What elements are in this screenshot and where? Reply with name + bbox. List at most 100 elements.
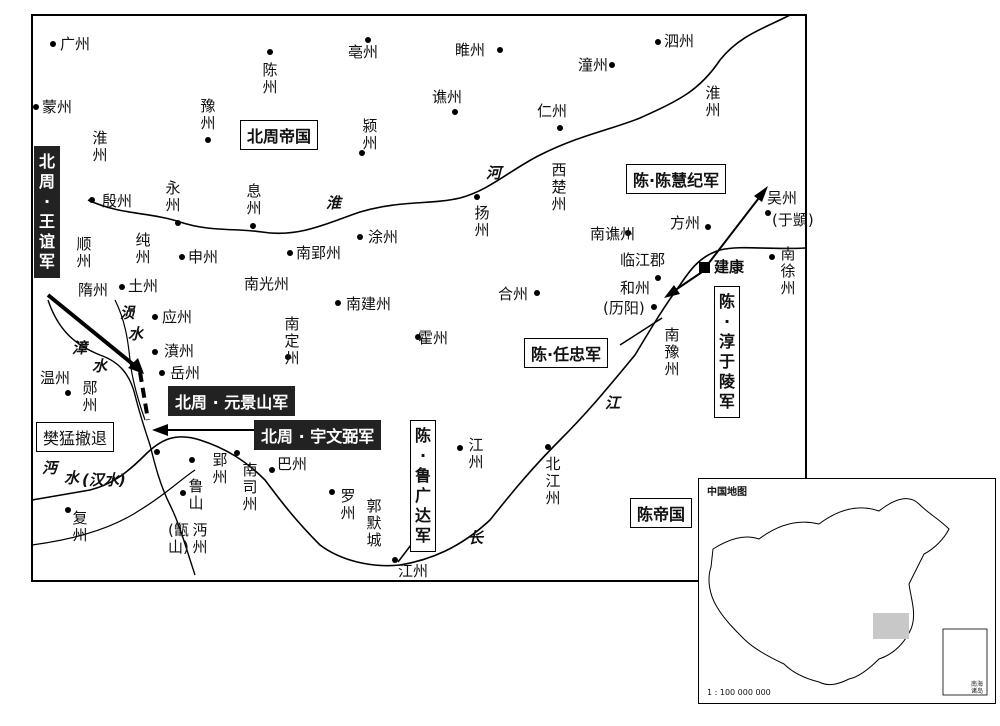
- lower-river: [31, 469, 196, 546]
- label-nansizhou: 南司州: [242, 461, 258, 513]
- army-yuwenbi: 北周 · 宇文弼军: [254, 420, 382, 450]
- label-guomocheng: 郭默城: [366, 497, 382, 549]
- label-river-hanshui: (汉水): [82, 471, 126, 489]
- label-lushan: 鲁山: [188, 477, 204, 512]
- label-river-zhang: 漳: [72, 339, 88, 357]
- label-jiangzhou: 江州: [468, 436, 484, 471]
- label-haozhou: 蒙州: [42, 98, 73, 116]
- label-renzhou: 仁州: [537, 102, 568, 120]
- inset-south-sea-box: [942, 628, 988, 696]
- yuanjingshan-arrow: [138, 371, 150, 421]
- label-bazhou: 巴州: [277, 455, 308, 473]
- label-chuzhou: 涂州: [368, 228, 399, 246]
- label-river-chang: 长: [468, 529, 484, 547]
- label-river-mian: 沔: [42, 459, 58, 477]
- chunyuling-arrowhead: [664, 285, 680, 298]
- jiankang-capital-marker: [699, 262, 710, 273]
- label-suizhou2: 隋州: [78, 281, 109, 299]
- label-mianzhou: 沔州: [192, 521, 208, 556]
- yangtze-river: [31, 246, 806, 567]
- label-yuyi: (于顗): [772, 211, 814, 229]
- inset-scale: 1 : 100 000 000: [707, 688, 771, 697]
- label-nandingzhou: 南定州: [284, 315, 300, 367]
- army-luguangda: 陈·鲁广达军: [410, 420, 436, 552]
- region-north-zhou: 北周帝国: [240, 120, 319, 150]
- label-guangzhou: 广州: [60, 35, 91, 53]
- label-yingzhou3: 郢州: [212, 451, 228, 486]
- inset-title: 中国地图: [707, 487, 747, 498]
- chenhuiji-arrow: [704, 189, 766, 269]
- inset-sea-label: 南海诸岛: [971, 681, 984, 695]
- chenhuiji-arrowhead: [754, 186, 768, 202]
- label-river-yun: 涢: [120, 304, 136, 322]
- label-yinzhou: 殷州: [102, 192, 133, 210]
- label-nanyingzhou: 南郢州: [296, 244, 342, 262]
- label-yongzhou: 永州: [165, 179, 181, 214]
- army-chunyuling: 陈·淳于陵军: [714, 286, 740, 418]
- label-linjiangjun: 临江郡: [620, 251, 666, 269]
- label-yunzhou: 郧州: [82, 379, 98, 414]
- label-tuzhou: 土州: [128, 277, 159, 295]
- wangyi-arrow: [46, 293, 142, 372]
- label-shunzhou: 顺州: [76, 235, 92, 270]
- army-fanmeng: 樊猛撤退: [36, 422, 115, 452]
- label-fuzhou: 复州: [72, 509, 88, 544]
- label-luozhou: 罗州: [340, 487, 356, 522]
- label-liyang: (历阳): [603, 299, 645, 317]
- army-chenhuiji: 陈·陈慧纪军: [626, 164, 727, 194]
- label-river-he: 河: [486, 164, 502, 182]
- yuwenbi-arrowhead: [152, 424, 168, 436]
- inset-region-highlight: [873, 613, 909, 639]
- label-sizhou: 泗州: [664, 32, 695, 50]
- label-river-mian-shui: 水: [64, 469, 80, 487]
- label-hezhou: 合州: [498, 285, 529, 303]
- label-wuzhou: 吴州: [767, 189, 798, 207]
- label-nanyuzhou: 南豫州: [664, 326, 680, 378]
- label-chenzhou: 陈州: [262, 61, 278, 96]
- label-suizhou: 睢州: [455, 41, 486, 59]
- renzhong-line: [619, 317, 663, 346]
- inset-china-map: 中国地图 1 : 100 000 000 南海诸岛: [698, 478, 996, 704]
- label-xichuzhou: 西楚州: [551, 161, 567, 213]
- label-shenzhou: 申州: [188, 248, 219, 266]
- map-frame: [31, 14, 807, 582]
- label-nanjianzhou: 南建州: [346, 295, 392, 313]
- label-bozhou: 亳州: [348, 43, 379, 61]
- label-nanguangzhou: 南光州: [244, 275, 290, 293]
- label-tongzhou: 潼州: [578, 56, 609, 74]
- army-wangyi: 北周·王谊军: [34, 146, 60, 278]
- label-zengshan: (甑山): [168, 521, 189, 556]
- label-river-zhang-shui: 水: [92, 357, 108, 375]
- label-yuanzhou: 濆州: [164, 342, 195, 360]
- city-dots: [33, 37, 775, 563]
- huai-river: [87, 14, 791, 235]
- label-wenzhou: 温州: [40, 369, 71, 387]
- label-river-huai: 淮: [326, 194, 342, 212]
- army-yuanjingshan: 北周 · 元景山军: [168, 386, 296, 416]
- label-river-jiang: 江: [605, 394, 621, 412]
- label-beijiangzhou: 北江州: [545, 455, 561, 507]
- label-yuzhou: 豫州: [200, 97, 216, 132]
- label-nanqiaozhou: 南谯州: [590, 225, 636, 243]
- han-river: [47, 299, 196, 576]
- label-jiankang: 建康: [714, 258, 745, 276]
- label-yingzhou: 颍州: [362, 117, 378, 152]
- inset-outline: [708, 498, 988, 696]
- region-chen: 陈帝国: [630, 498, 693, 528]
- label-huaizhou-east: 淮州: [705, 84, 721, 119]
- label-jiangzhou2: 江州: [398, 562, 429, 580]
- label-yingzhou2: 应州: [162, 308, 193, 326]
- label-chunzhou: 纯州: [135, 231, 151, 266]
- label-yuezhou: 岳州: [170, 364, 201, 382]
- label-hezhou2: 和州: [620, 279, 651, 297]
- label-huaizhou-west: 淮州: [92, 129, 108, 164]
- label-qiaozhou: 谯州: [432, 88, 463, 106]
- label-nanxuzhou: 南徐州: [780, 245, 796, 297]
- wangyi-arrowhead: [128, 358, 144, 374]
- army-renzhong: 陈·任忠军: [524, 338, 609, 368]
- label-fangzhou: 方州: [670, 214, 701, 232]
- label-xizhou: 息州: [246, 182, 262, 217]
- label-yangzhou: 扬州: [474, 204, 490, 239]
- label-huozhou: 霍州: [418, 329, 449, 347]
